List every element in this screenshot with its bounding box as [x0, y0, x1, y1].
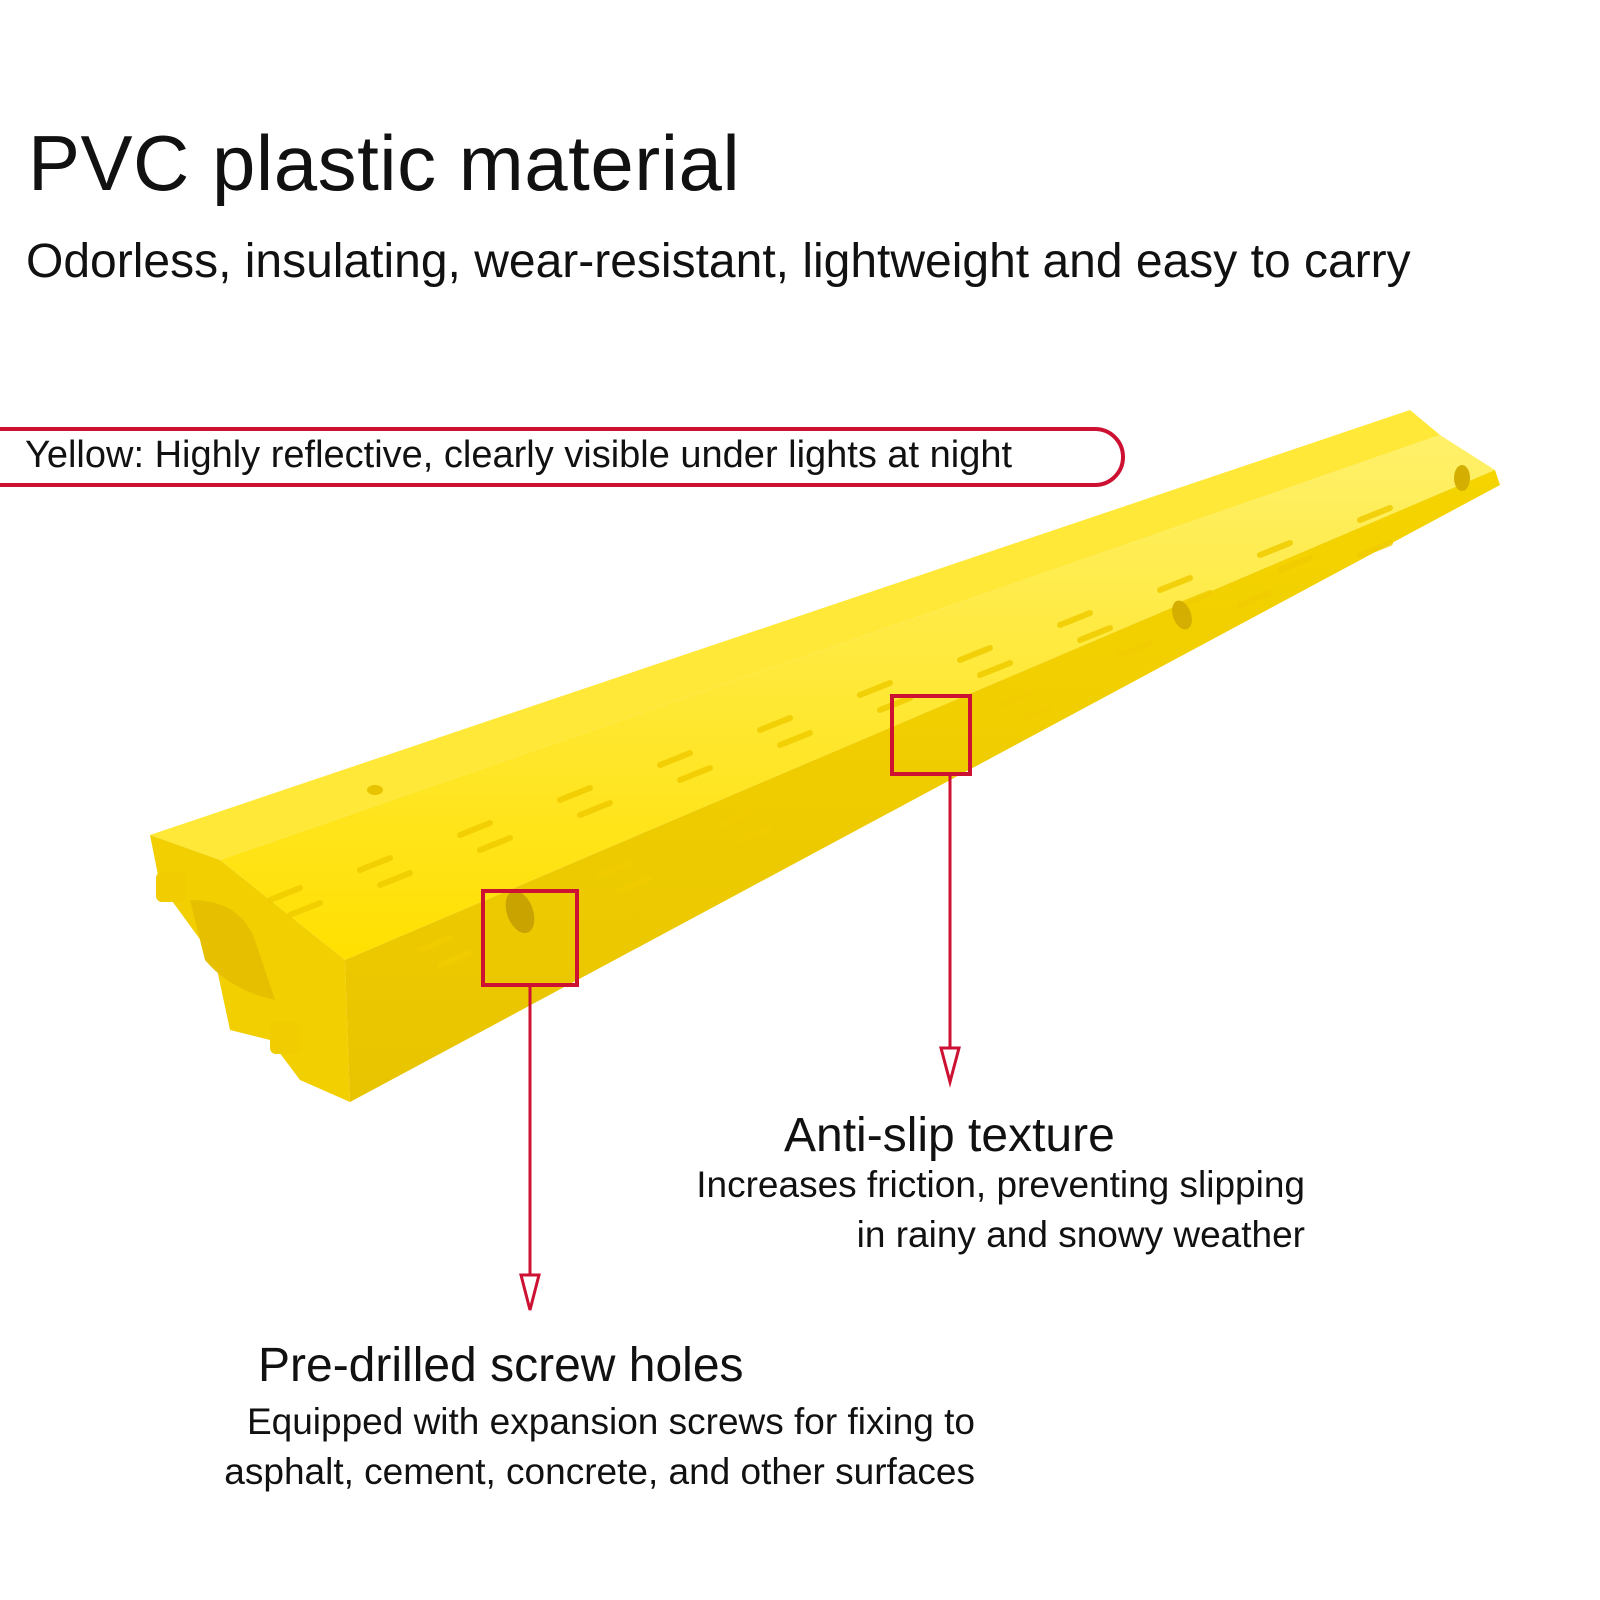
anti-slip-line-1: Increases friction, preventing slipping [696, 1164, 1305, 1205]
anti-slip-line-2: in rainy and snowy weather [856, 1214, 1305, 1255]
screw-holes-line-2: asphalt, cement, concrete, and other sur… [224, 1451, 975, 1492]
highlight-banner-text: Yellow: Highly reflective, clearly visib… [25, 434, 1013, 476]
screw-hole-callout-marker [481, 889, 579, 1311]
screw-holes-line-1: Equipped with expansion screws for fixin… [246, 1401, 975, 1442]
anti-slip-title: Anti-slip texture [784, 1109, 1115, 1162]
page-title: PVC plastic material [28, 119, 741, 207]
anti-slip-callout-marker [890, 694, 972, 1088]
screw-holes-title: Pre-drilled screw holes [258, 1339, 744, 1392]
cable-protector-ramp [150, 410, 1500, 1102]
highlight-banner [0, 427, 1125, 487]
anti-slip-description: Increases friction, preventing slipping … [620, 1160, 1305, 1260]
page-subtitle: Odorless, insulating, wear-resistant, li… [26, 235, 1411, 288]
screw-holes-description: Equipped with expansion screws for fixin… [120, 1397, 975, 1497]
